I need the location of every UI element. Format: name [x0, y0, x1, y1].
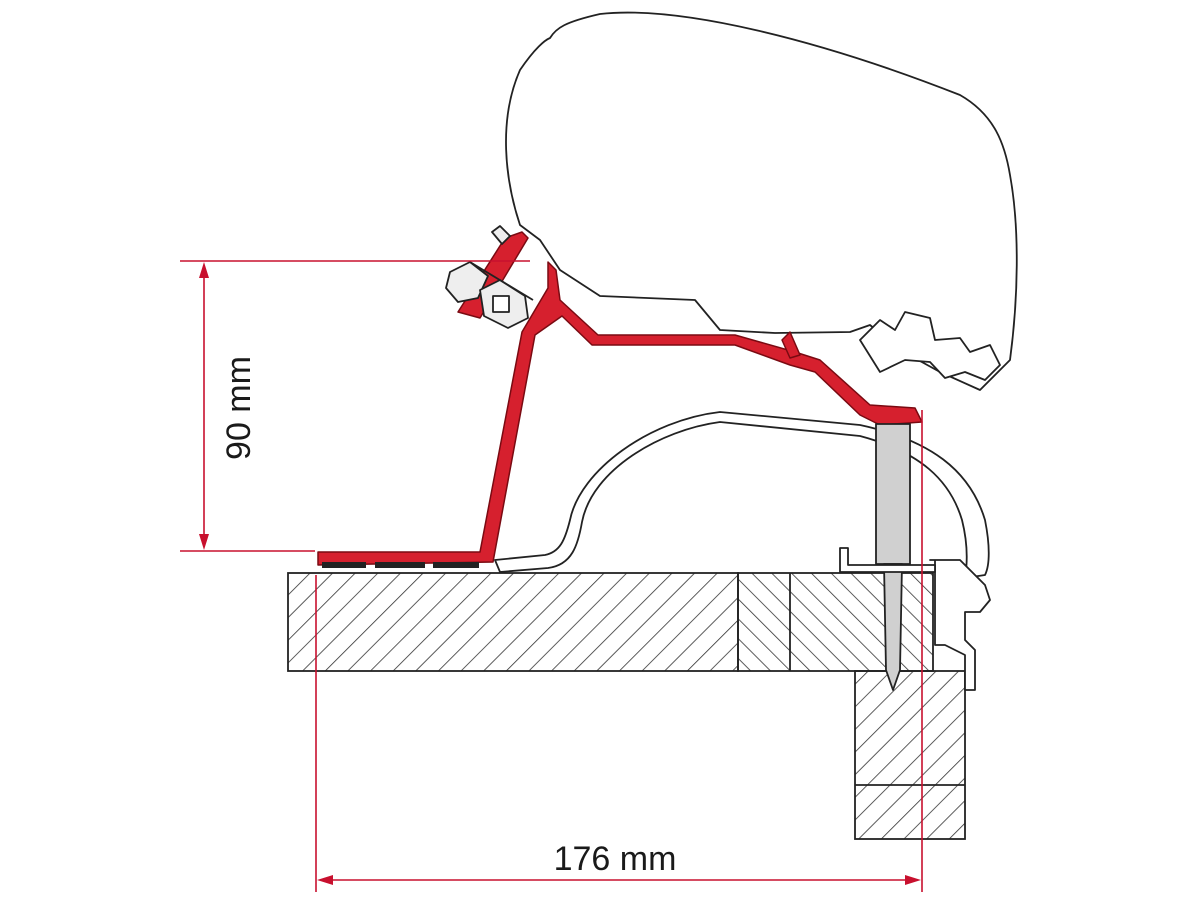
screw-head	[875, 423, 911, 565]
screw	[839, 423, 936, 691]
bracket-base-teeth	[322, 562, 479, 568]
width-dim-arrow-right	[905, 875, 921, 885]
roof-structure	[287, 572, 966, 840]
wall-post	[854, 670, 966, 840]
screw-shaft	[883, 563, 903, 691]
roof-block	[737, 572, 934, 672]
bolt-nut	[445, 225, 534, 329]
height-dim-arrow-top	[199, 262, 209, 278]
height-dimension	[180, 260, 530, 552]
edge-trim-profile	[929, 559, 991, 691]
width-dimension	[315, 410, 923, 892]
height-dim-label: 90 mm	[220, 356, 258, 460]
width-dim-label: 176 mm	[554, 840, 677, 878]
width-dim-arrow-left	[317, 875, 333, 885]
awning-case	[505, 11, 1018, 391]
height-dim-arrow-bottom	[199, 534, 209, 550]
roof-slab	[287, 572, 739, 672]
wall-rail-profile	[494, 411, 990, 579]
